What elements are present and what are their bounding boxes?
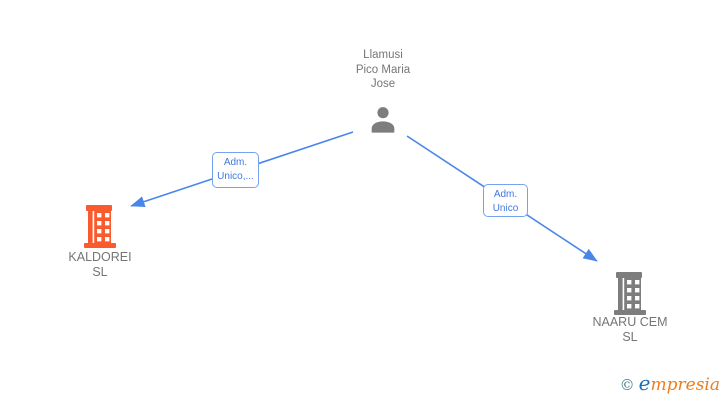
person-node-label: Llamusi Pico Maria Jose (323, 48, 443, 92)
edge-label-line: Unico (492, 202, 519, 214)
company-name-line: SL (622, 330, 638, 344)
person-name-line: Llamusi (363, 49, 403, 61)
empresia-logo[interactable]: ©empresia (620, 371, 720, 395)
company-name-line: KALDOREI (68, 250, 132, 264)
logo-letter-e: e (638, 371, 651, 395)
company-node-kaldorei[interactable]: KALDOREI SL (30, 250, 170, 280)
person-name-line: Pico Maria (355, 63, 411, 76)
person-name-line: Jose (370, 78, 396, 90)
company-node-naaru-cem[interactable]: NAARU CEM SL (560, 315, 700, 345)
company-name-line: SL (92, 265, 108, 279)
edge-label-line: Adm. (493, 189, 518, 200)
edge-label-adm-unico-kaldorei[interactable]: Adm. Unico,... (212, 152, 259, 188)
building-icon[interactable] (613, 271, 647, 320)
person-icon[interactable] (367, 104, 399, 136)
building-icon[interactable] (83, 204, 117, 253)
edge-label-line: Unico,... (217, 170, 254, 182)
company-name-line: NAARU CEM (592, 315, 668, 329)
copyright-icon: © (619, 376, 635, 394)
logo-text: mpresia (650, 375, 721, 395)
edge-label-line: Adm. (223, 157, 248, 168)
edge-label-adm-unico-naaru[interactable]: Adm. Unico (483, 184, 528, 217)
